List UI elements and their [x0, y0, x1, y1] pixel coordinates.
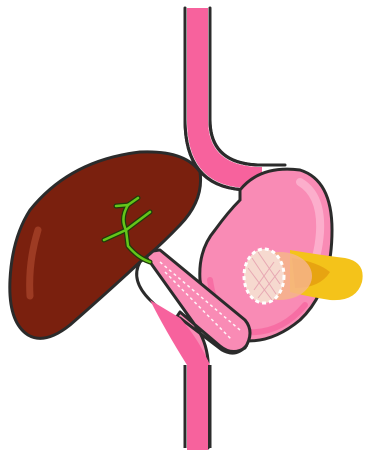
esophagus-fill: [187, 8, 208, 120]
liver: [10, 152, 201, 339]
lower-intestine: [187, 360, 208, 450]
